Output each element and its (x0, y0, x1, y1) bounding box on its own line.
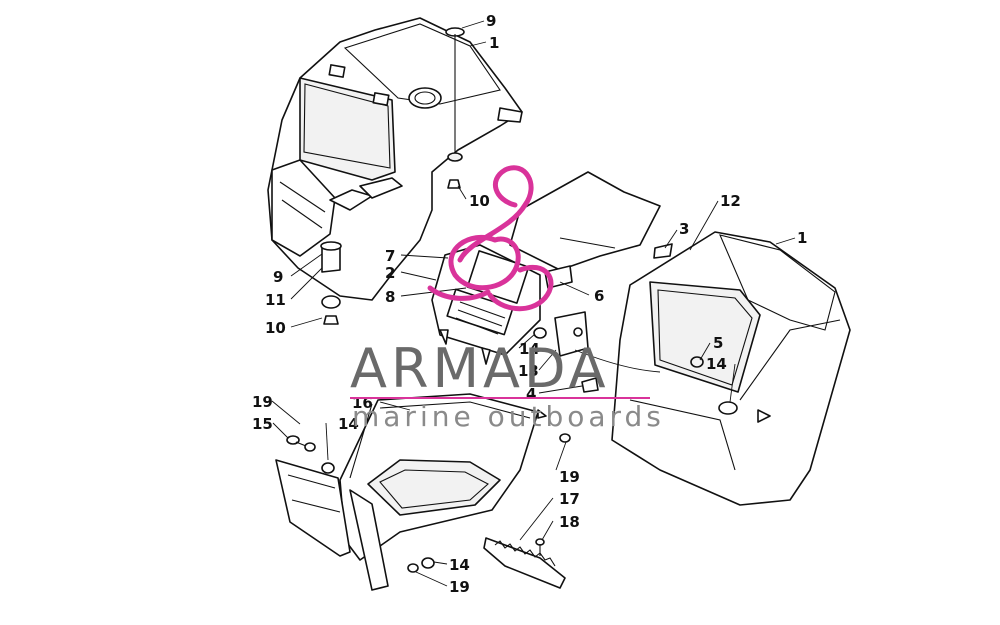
watermark-tagline: marine outboards (352, 400, 665, 433)
callout-9-top: 9 (486, 12, 496, 30)
callout-1-right: 1 (797, 229, 807, 247)
latch-bracket (533, 311, 661, 393)
callout-17: 17 (559, 490, 580, 508)
callout-18: 18 (559, 513, 580, 531)
callout-12: 12 (720, 192, 741, 210)
callout-6: 6 (594, 287, 604, 305)
callout-10-top: 10 (469, 192, 490, 210)
callout-14-bracket: 14 (519, 340, 540, 358)
callout-4: 4 (526, 385, 536, 403)
callout-19-bottom: 19 (449, 578, 470, 596)
swirl-stroke-4 (427, 285, 491, 301)
callout-2: 2 (385, 264, 395, 282)
small-hardware (286, 433, 571, 573)
footwell-floorboard (275, 393, 547, 591)
side-storage-box (611, 231, 851, 506)
callout-5: 5 (713, 334, 723, 352)
swirl-stroke-3 (487, 264, 554, 312)
footpeg (483, 537, 566, 589)
callout-14-right: 14 (706, 355, 727, 373)
swirl-stroke-2 (448, 234, 521, 291)
callout-8: 8 (385, 288, 395, 306)
callout-11: 11 (265, 291, 286, 309)
watermark: ARMADA marine outboards (350, 165, 665, 433)
callout-19-right: 19 (559, 468, 580, 486)
callout-19-left: 19 (252, 393, 273, 411)
callout-13: 13 (518, 362, 539, 380)
callout-9-left: 9 (273, 268, 283, 286)
watermark-logo-swirl (427, 165, 554, 312)
callout-10-left: 10 (265, 319, 286, 337)
callout-15: 15 (252, 415, 273, 433)
callout-14-bottom: 14 (449, 556, 470, 574)
callout-7: 7 (385, 247, 395, 265)
callout-3: 3 (679, 220, 689, 238)
watermark-brand: ARMADA (350, 337, 610, 400)
rear-fender (267, 17, 523, 325)
callout-1-top: 1 (489, 34, 499, 52)
callout-14-left: 14 (338, 415, 359, 433)
